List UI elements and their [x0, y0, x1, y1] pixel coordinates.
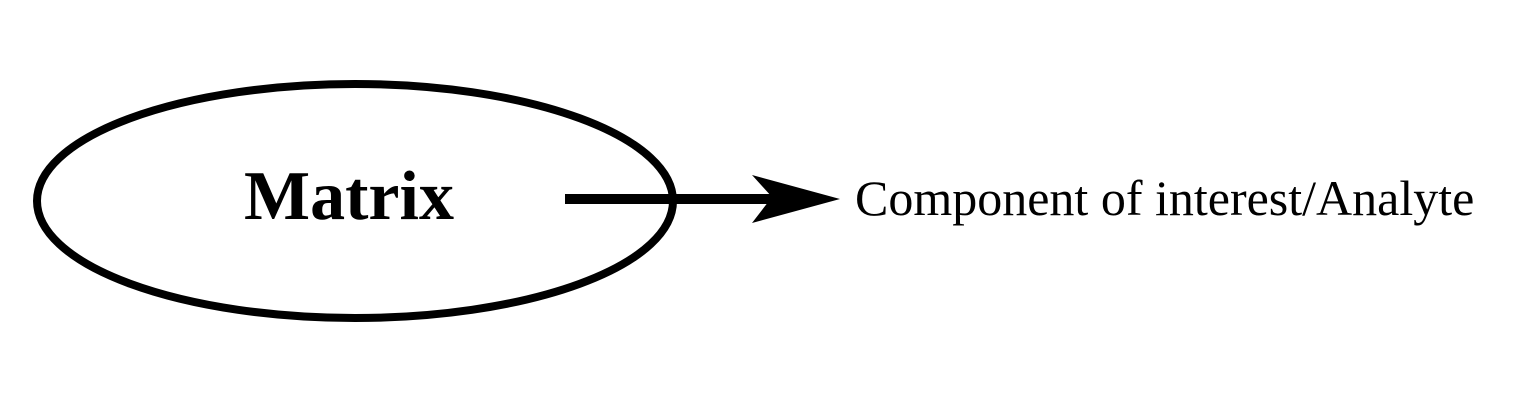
matrix-node-label: Matrix — [244, 158, 454, 235]
analyte-edge-label: Component of interest/Analyte — [855, 170, 1474, 226]
edge-arrow[interactable] — [565, 175, 840, 223]
arrow-right-icon — [752, 175, 840, 223]
